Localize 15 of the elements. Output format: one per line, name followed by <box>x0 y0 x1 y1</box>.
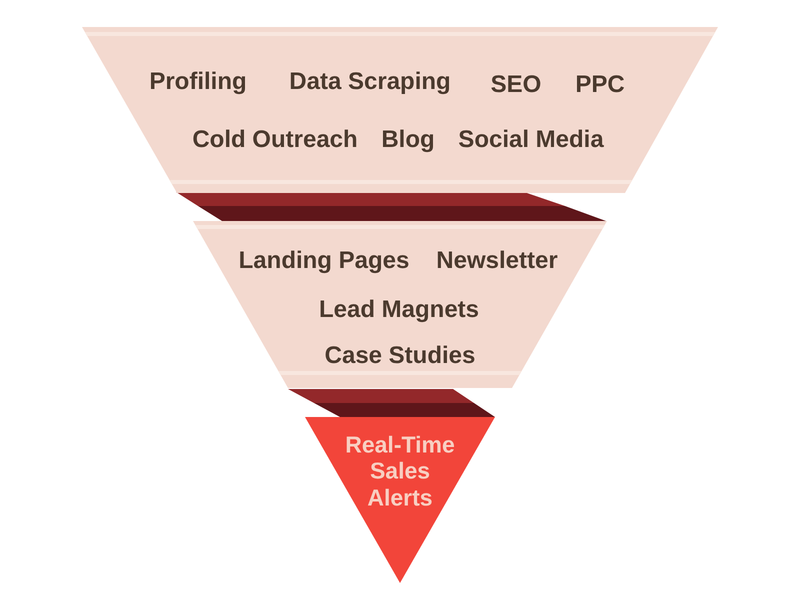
item-label: Data Scraping <box>289 68 451 96</box>
item-label: Case Studies <box>324 342 476 370</box>
item-label: Lead Magnets <box>318 296 480 324</box>
item-label: SEO <box>490 71 542 99</box>
funnel-stage <box>82 27 718 193</box>
funnel-stage <box>193 221 607 388</box>
item-label: Social Media <box>458 126 604 154</box>
item-label: Blog <box>381 126 435 154</box>
item-label: Landing Pages <box>238 247 410 275</box>
item-label: Profiling <box>149 68 247 96</box>
item-label: PPC <box>575 71 625 99</box>
item-label: Newsletter <box>436 247 558 275</box>
stage-label: Real-Time Sales Alerts <box>344 431 456 511</box>
funnel-tip <box>305 417 495 583</box>
item-label: Cold Outreach <box>192 126 358 154</box>
